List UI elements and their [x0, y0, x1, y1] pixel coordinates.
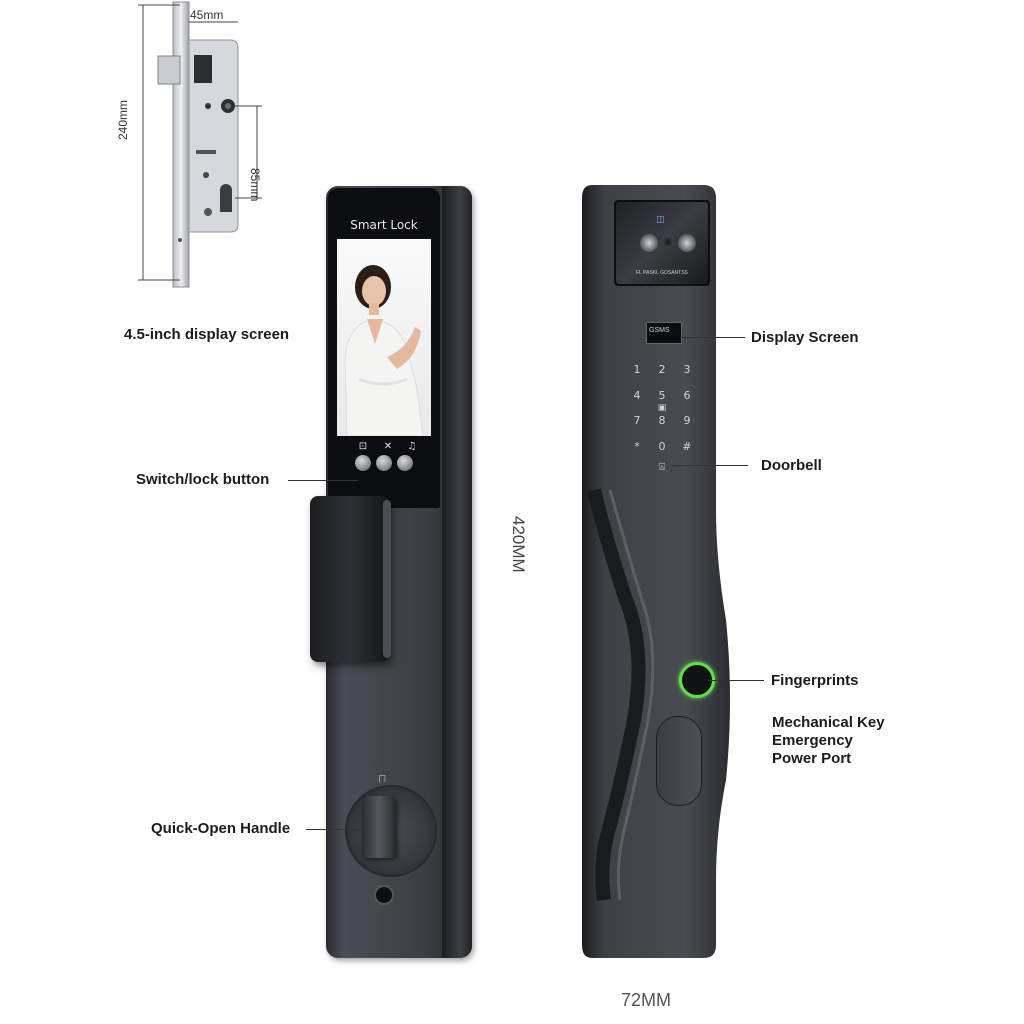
switch-lock-leader — [288, 480, 358, 481]
front-handle[interactable] — [310, 496, 390, 662]
keypad-key[interactable]: 4 — [633, 389, 641, 402]
unlock-icon: ⊡ — [358, 441, 368, 452]
keyhole[interactable] — [374, 885, 394, 905]
keypad-key[interactable]: * — [634, 440, 640, 453]
mini-display: GSMS — [646, 322, 682, 344]
quick-open-label: Quick-Open Handle — [151, 820, 291, 837]
display-screen-label-right: Display Screen — [751, 329, 859, 346]
keypad-key[interactable]: 5 — [658, 389, 666, 402]
mechanical-key-line3: Power Port — [772, 750, 852, 767]
mechanical-key-label: Mechanical Key Emergency Power Port — [772, 714, 885, 768]
mechanical-key-line2: Emergency — [772, 732, 853, 749]
switch-lock-label: Switch/lock button — [136, 471, 270, 488]
front-button-3[interactable] — [397, 455, 413, 471]
camera-icon: ◫ — [656, 214, 665, 224]
keypad-key[interactable]: 7 — [633, 414, 641, 427]
fingerprints-label: Fingerprints — [771, 672, 859, 689]
keypad-key[interactable]: 2 — [658, 363, 666, 376]
front-handle-edge — [383, 500, 391, 658]
camera-lens-center — [662, 236, 674, 248]
mute-icon: ✕ — [383, 441, 393, 452]
screen-title: Smart Lock — [350, 218, 418, 232]
doorbell-button-icon[interactable]: ⍓ — [659, 462, 665, 473]
keypad-key[interactable]: 6 — [683, 389, 691, 402]
panel-text: FL PASKL GOSANTSS — [636, 270, 688, 276]
mini-display-text: GSMS — [649, 327, 670, 334]
display-screen — [337, 239, 431, 436]
keypad-key[interactable]: # — [682, 440, 692, 453]
width-dimension: 72MM — [621, 990, 672, 1010]
quick-open-handle[interactable] — [362, 796, 396, 858]
keypad-key[interactable]: 8 — [658, 414, 666, 427]
emergency-port-cover[interactable] — [656, 716, 702, 806]
height-dimension: 420MM — [509, 516, 528, 573]
doorbell-icon: ♫ — [407, 441, 417, 452]
quick-open-leader — [306, 829, 366, 830]
mechanical-key-line1: Mechanical Key — [772, 714, 885, 731]
doorbell-leader — [672, 465, 748, 466]
display-screen-label-left: 4.5-inch display screen — [124, 326, 290, 343]
lock-key-icon: ▣ — [657, 403, 667, 413]
face-recognition-module: ◫ FL PASKL GOSANTSS — [616, 202, 708, 284]
camera-lens-right — [678, 234, 696, 252]
mortise-width-dimension: 45mm — [190, 8, 224, 22]
keypad-key[interactable]: 0 — [658, 440, 666, 453]
fingerprints-leader — [708, 680, 764, 681]
keypad-key[interactable]: 9 — [683, 414, 691, 427]
back-lock-body — [582, 185, 730, 958]
mortise-lock-illustration — [138, 1, 262, 288]
keypad-key[interactable]: 1 — [633, 363, 641, 376]
front-button-2[interactable] — [376, 455, 392, 471]
lock-symbol-icon: ⊓ — [378, 773, 387, 785]
camera-lens-left — [640, 234, 658, 252]
mortise-center-dimension: 85mm — [248, 168, 262, 202]
mortise-height-dimension: 240mm — [116, 99, 130, 140]
display-screen-leader — [680, 337, 745, 338]
person-photo — [344, 265, 424, 436]
keypad-key[interactable]: 3 — [683, 363, 691, 376]
front-lock-edge — [442, 186, 472, 958]
front-button-1[interactable] — [355, 455, 371, 471]
doorbell-label: Doorbell — [761, 457, 822, 474]
